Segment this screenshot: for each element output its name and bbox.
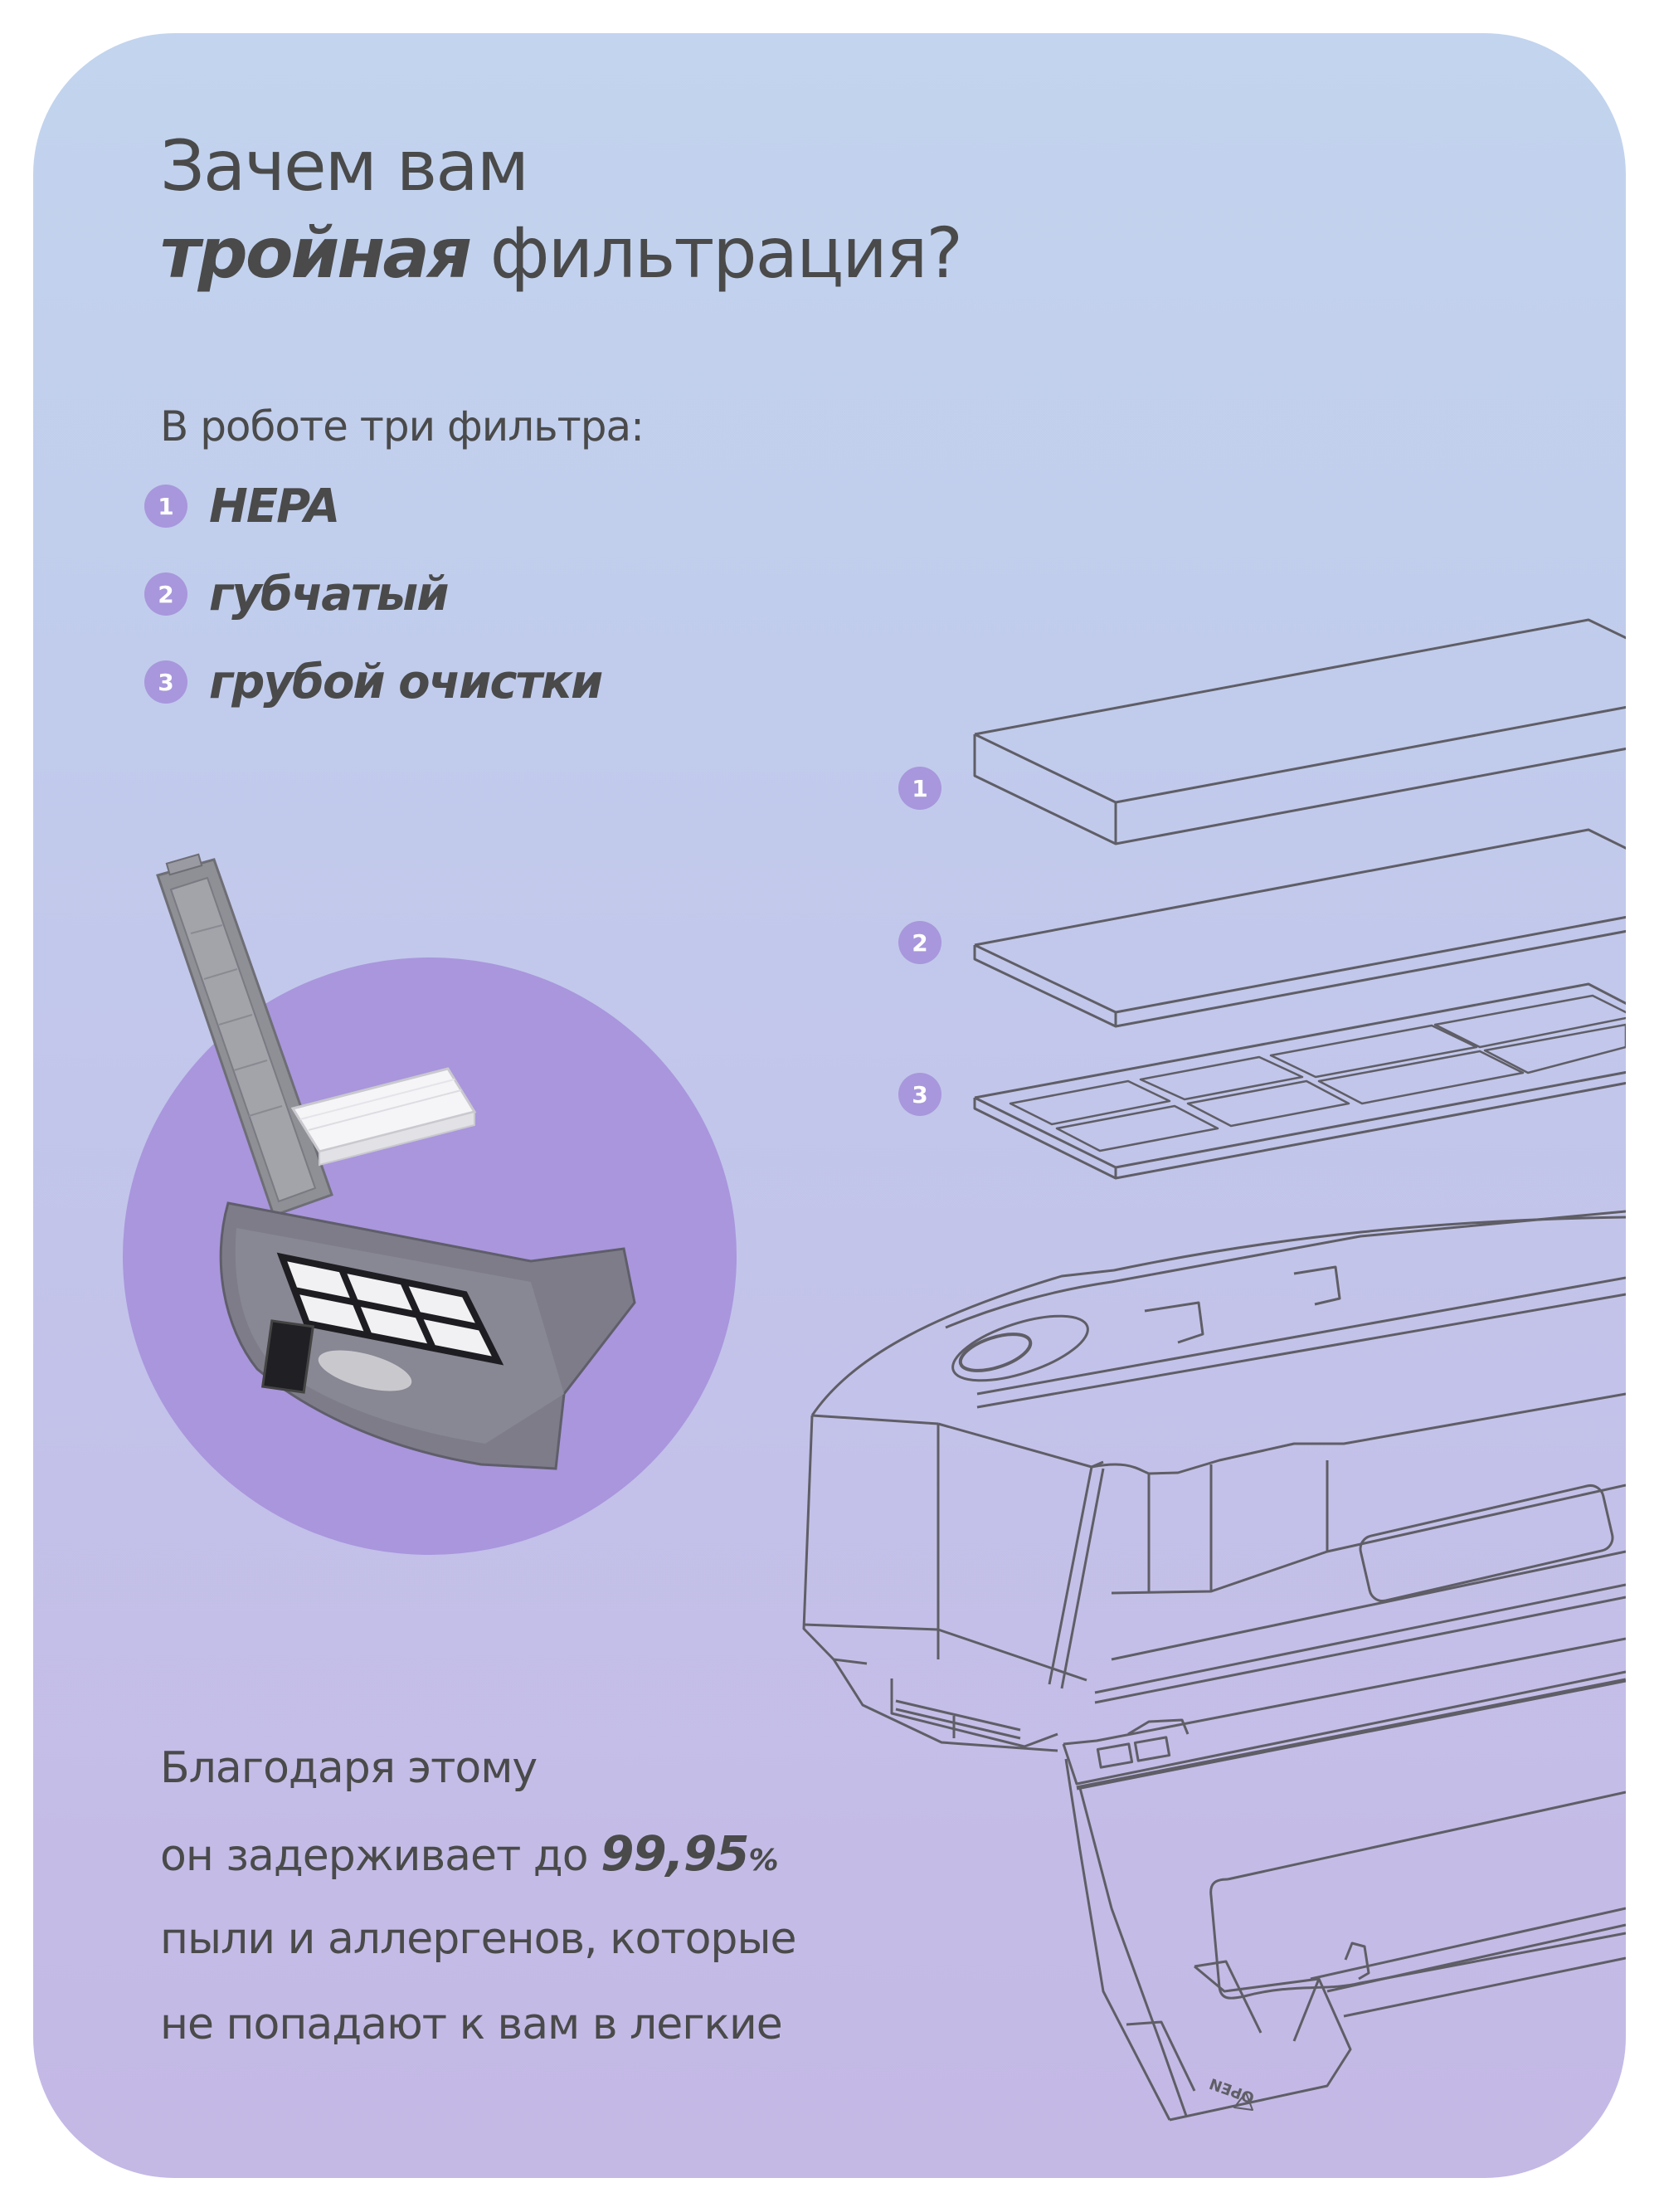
number-badge-1: 1 xyxy=(144,485,187,528)
robot-body-outline xyxy=(802,1210,1626,1752)
filter-1-outline xyxy=(973,618,1626,845)
infographic-card: Зачем вам тройная фильтрация? В роботе т… xyxy=(33,33,1626,2178)
filtration-percentage: 99,95 xyxy=(601,1825,749,1882)
filter-label: HEPA xyxy=(209,479,340,534)
filter-2-outline xyxy=(973,828,1626,1028)
summary-line-1: Благодаря этому xyxy=(160,1743,538,1793)
diagram-badge-2: 2 xyxy=(898,921,941,964)
title-rest: фильтрация? xyxy=(469,212,963,294)
summary-line-2: он задерживает до 99,95% xyxy=(160,1811,796,1897)
percent-sign: % xyxy=(748,1844,779,1878)
exploded-filter-diagram: OPEN xyxy=(802,618,1626,2122)
diagram-badge-3: 3 xyxy=(898,1073,941,1116)
hepa-filter-cartridge xyxy=(290,1067,477,1167)
filter-label: губчатый xyxy=(209,567,449,621)
open-arrow-icon xyxy=(1233,2092,1253,2111)
number-badge-3: 3 xyxy=(144,660,187,704)
filter-list-item-sponge: 2 губчатый xyxy=(144,567,449,621)
filter-3-outline xyxy=(973,982,1626,1180)
filter-label: грубой очистки xyxy=(209,655,603,709)
filter-list-item-hepa: 1 HEPA xyxy=(144,479,340,534)
filters-intro: В роботе три фильтра: xyxy=(160,402,645,451)
diagram-badge-1: 1 xyxy=(898,767,941,810)
summary-line-2-text: он задерживает до xyxy=(160,1831,601,1881)
filter-list-item-coarse: 3 грубой очистки xyxy=(144,655,603,709)
title-emphasis: тройная xyxy=(160,212,472,294)
dust-bin-illustration xyxy=(156,853,636,1470)
number-badge-2: 2 xyxy=(144,572,187,616)
summary-line-3: пыли и аллергенов, которые xyxy=(160,1914,796,1964)
summary-line-4: не попадают к вам в легкие xyxy=(160,2000,783,2049)
title-line-2: тройная фильтрация? xyxy=(160,210,963,297)
page-title: Зачем вам тройная фильтрация? xyxy=(160,123,963,297)
dust-tray-outline xyxy=(1062,1637,1626,2122)
dust-bin-lid xyxy=(156,853,333,1217)
title-line-1: Зачем вам xyxy=(160,125,529,207)
summary-text: Благодаря этому он задерживает до 99,95%… xyxy=(160,1726,796,2068)
dust-bin-body xyxy=(219,1201,636,1470)
